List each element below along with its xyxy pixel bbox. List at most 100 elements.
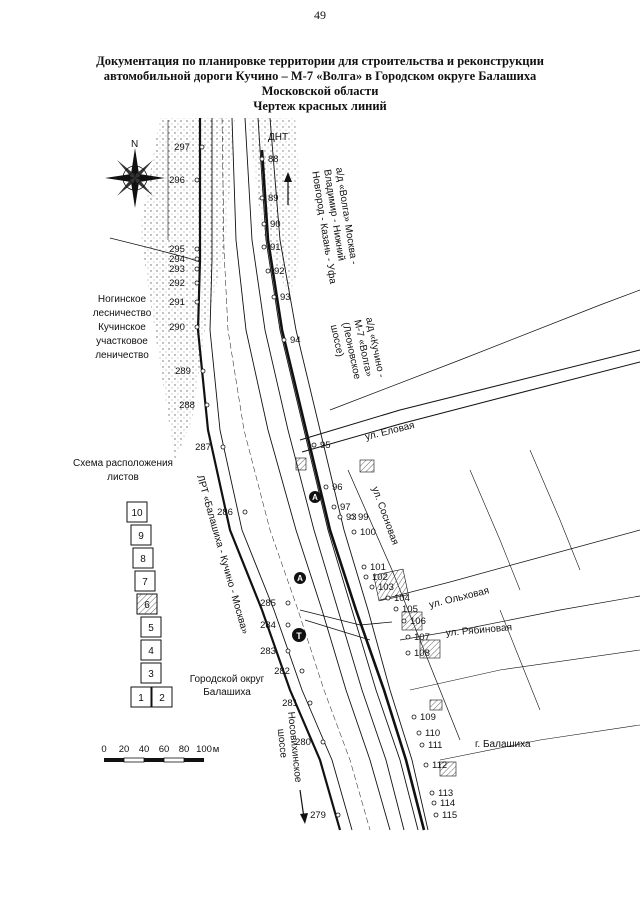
- red-line-point: [311, 442, 317, 448]
- scale-bar: [104, 757, 204, 763]
- sheet-number: 2: [159, 693, 165, 704]
- red-line-point: [194, 324, 200, 330]
- left-point-number: 291: [169, 297, 185, 308]
- svg-text:листов: листов: [107, 472, 139, 483]
- scale-tick-label: 20: [119, 744, 130, 755]
- left-point-number: 297: [174, 142, 190, 153]
- direction-arrow-up: [284, 172, 292, 205]
- right-point-number: 97: [340, 502, 351, 513]
- parcel-line-5: [499, 609, 541, 711]
- svg-text:леничество: леничество: [95, 350, 149, 361]
- right-point-number: 91: [270, 242, 281, 253]
- scale-tick-label: 0: [101, 744, 106, 755]
- left-point-number: 280: [295, 737, 311, 748]
- title-line-1: Документация по планировке территории дл…: [96, 54, 544, 68]
- label-street-olkhovaya: ул. Ольховая: [428, 585, 490, 611]
- red-line-point: [405, 634, 411, 640]
- red-line-point: [433, 812, 439, 818]
- forest-texture: [140, 118, 235, 460]
- scale-tick-label: 40: [139, 744, 150, 755]
- svg-text:Схема расположения: Схема расположения: [73, 458, 173, 469]
- left-point-number: 293: [169, 264, 185, 275]
- scale-tick-label: 80: [179, 744, 190, 755]
- red-line-point: [220, 444, 226, 450]
- svg-text:ул. Ольховая: ул. Ольховая: [428, 585, 490, 611]
- left-point-number: 292: [169, 278, 185, 289]
- marker-a-2: A: [294, 572, 306, 584]
- red-line-point: [261, 221, 267, 227]
- compass-rose: [105, 148, 165, 208]
- sheet-number: 6: [144, 600, 150, 611]
- red-line-point: [285, 622, 291, 628]
- svg-text:ул. Рябиновая: ул. Рябиновая: [445, 621, 512, 639]
- right-point-number: 100: [360, 527, 376, 538]
- red-line-point: [393, 606, 399, 612]
- right-point-number: 103: [378, 582, 394, 593]
- road-edge-2: [231, 117, 391, 831]
- boundary-upper: [329, 289, 640, 411]
- svg-text:Кучинское: Кучинское: [98, 322, 146, 333]
- right-point-number: 95: [320, 440, 331, 451]
- left-point-number: 289: [175, 366, 191, 377]
- page-number: 49: [314, 8, 326, 22]
- red-line-point: [242, 509, 248, 515]
- red-line-point: [299, 668, 305, 674]
- red-line-point: [265, 268, 271, 274]
- left-point-number: 294: [169, 254, 185, 265]
- direction-arrow-down: [299, 789, 308, 824]
- red-line-point: [429, 790, 435, 796]
- red-line-point: [200, 368, 206, 374]
- right-point-number: 115: [442, 810, 457, 821]
- street-elovaya-line2: [301, 361, 640, 453]
- red-line-point: [194, 266, 200, 272]
- red-line-point: [331, 504, 337, 510]
- red-line-point: [194, 246, 200, 252]
- title-line-4: Чертеж красных линий: [253, 99, 387, 113]
- sheet-number: 7: [142, 577, 148, 588]
- right-line-points: 8889909192939495969798991001011021031041…: [259, 154, 457, 821]
- left-point-number: 281: [282, 698, 298, 709]
- red-line-point: [194, 256, 200, 262]
- red-line-point: [194, 299, 200, 305]
- svg-text:T: T: [296, 631, 302, 641]
- red-line-point: [323, 484, 329, 490]
- label-street-ryabinovaya: ул. Рябиновая: [445, 621, 512, 639]
- red-line-point: [271, 294, 277, 300]
- red-line-point: [401, 618, 407, 624]
- red-line-point: [199, 144, 205, 150]
- building: [373, 568, 409, 602]
- svg-text:A: A: [312, 493, 318, 502]
- right-point-number: 88: [268, 154, 279, 165]
- title-line-3: Московской области: [261, 84, 379, 98]
- left-point-number: 283: [260, 646, 276, 657]
- svg-text:ул. Еловая: ул. Еловая: [364, 420, 416, 443]
- left-point-number: 279: [310, 810, 326, 821]
- red-line-point: [307, 700, 313, 706]
- red-line-point: [363, 574, 369, 580]
- compass-north-label: N: [131, 139, 138, 150]
- label-forest: Ногинское лесничество Кучинское участков…: [93, 294, 152, 361]
- street-ryabinovaya-line: [399, 595, 640, 641]
- sheet-cell: [140, 662, 162, 684]
- red-line-point: [349, 514, 355, 520]
- red-line-point: [337, 514, 343, 520]
- right-point-number: 111: [428, 740, 442, 751]
- left-point-number: 295: [169, 244, 185, 255]
- intersection-2: [304, 619, 371, 641]
- right-point-number: 104: [394, 593, 410, 604]
- parcel-line-3: [469, 469, 521, 591]
- right-point-number: 108: [414, 648, 430, 659]
- building: [429, 699, 443, 711]
- right-point-number: 102: [372, 572, 388, 583]
- red-line-point: [259, 156, 265, 162]
- label-dnt: ДНТ: [268, 132, 288, 143]
- red-line-point: [385, 595, 391, 601]
- sheet-number: 4: [148, 646, 154, 657]
- right-point-number: 106: [410, 616, 426, 627]
- right-point-number: 90: [270, 219, 281, 230]
- red-line-point: [431, 800, 437, 806]
- road-centerline: [221, 117, 371, 831]
- street-olkhovaya-line: [379, 529, 640, 601]
